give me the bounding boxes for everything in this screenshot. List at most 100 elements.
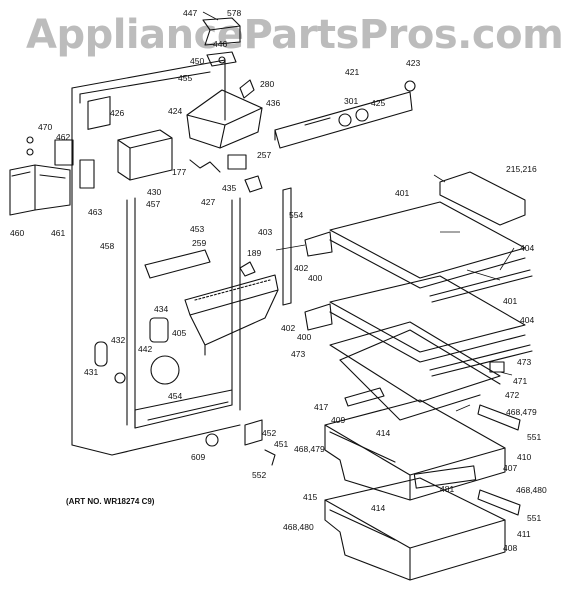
drawer-rail-right [477, 404, 521, 431]
light-housing [274, 91, 413, 149]
leader-lines [202, 11, 515, 412]
callout-434: 434 [154, 304, 168, 314]
callout-461: 461 [51, 228, 65, 238]
callout-423: 423 [406, 58, 420, 68]
callout-405: 405 [172, 328, 186, 338]
ice-chute-assembly [184, 274, 279, 356]
callout-403: 403 [258, 227, 272, 237]
callout-436: 436 [266, 98, 280, 108]
callout-454: 454 [168, 391, 182, 401]
air-duct [186, 79, 263, 149]
crisper-drawer-lower [324, 477, 521, 581]
mounting-bracket [9, 164, 71, 216]
callout-401-upper: 401 [395, 188, 409, 198]
bracket-part [244, 419, 263, 446]
callout-432: 432 [111, 335, 125, 345]
screw-part [114, 372, 126, 384]
callout-554: 554 [289, 210, 303, 220]
drain-part [149, 317, 169, 343]
callout-301: 301 [344, 96, 358, 106]
callout-468-480-left: 468,480 [283, 522, 314, 532]
callout-402-upper: 402 [294, 263, 308, 273]
callout-402-lower: 402 [281, 323, 295, 333]
callout-430: 430 [147, 187, 161, 197]
callout-400-lower: 400 [297, 332, 311, 342]
callout-215-216: 215,216 [506, 164, 537, 174]
wiring-harness [189, 154, 263, 193]
glass-shelf-lower [304, 275, 533, 377]
callout-468-480-right: 468,480 [516, 485, 547, 495]
callout-435: 435 [222, 183, 236, 193]
callout-414-lower: 414 [371, 503, 385, 513]
callout-453: 453 [190, 224, 204, 234]
callout-410: 410 [517, 452, 531, 462]
callout-468-479-right: 468,479 [506, 407, 537, 417]
callout-280: 280 [260, 79, 274, 89]
crisper-cover [329, 321, 505, 421]
damper-part [94, 341, 108, 367]
shelf-clip [239, 261, 256, 277]
callout-452: 452 [262, 428, 276, 438]
callout-411: 411 [517, 529, 531, 539]
callout-551-upper: 551 [527, 432, 541, 442]
callout-409: 409 [331, 415, 345, 425]
callout-400-upper: 400 [308, 273, 322, 283]
callout-404-lower: 404 [520, 315, 534, 325]
callout-425: 425 [371, 98, 385, 108]
temperature-control-housing [202, 17, 241, 67]
callout-473-right: 473 [517, 357, 531, 367]
callout-404-upper: 404 [520, 243, 534, 253]
callout-431: 431 [84, 367, 98, 377]
bottle-shelf [439, 171, 526, 226]
callout-259: 259 [192, 238, 206, 248]
callout-426: 426 [110, 108, 124, 118]
switch-part [79, 159, 95, 189]
callout-458: 458 [100, 241, 114, 251]
callout-177: 177 [172, 167, 186, 177]
callout-451: 451 [274, 439, 288, 449]
callout-417: 417 [314, 402, 328, 412]
callout-455: 455 [178, 73, 192, 83]
callout-401-lower: 401 [503, 296, 517, 306]
callout-552: 552 [252, 470, 266, 480]
callout-421: 421 [345, 67, 359, 77]
shelf-ladder [282, 187, 292, 306]
drawer-rail-left [344, 387, 385, 407]
callout-408: 408 [503, 543, 517, 553]
callout-470: 470 [38, 122, 52, 132]
fan-motor [150, 355, 180, 385]
callout-457: 457 [146, 199, 160, 209]
callout-578: 578 [227, 8, 241, 18]
screw-part-552 [264, 449, 276, 466]
callout-463: 463 [88, 207, 102, 217]
callout-424: 424 [168, 106, 182, 116]
callout-551-lower: 551 [527, 513, 541, 523]
callout-609: 609 [191, 452, 205, 462]
callout-460: 460 [10, 228, 24, 238]
callout-462: 462 [56, 132, 70, 142]
callout-481: 481 [440, 484, 454, 494]
callout-446: 446 [213, 39, 227, 49]
dispenser-housing [117, 129, 173, 181]
cabinet-liner [71, 59, 241, 456]
callout-257: 257 [257, 150, 271, 160]
callout-labels: 447 578 446 450 455 280 421 423 424 426 … [10, 8, 547, 553]
roller-part [205, 433, 219, 447]
callout-473-left: 473 [291, 349, 305, 359]
callout-468-479-left: 468,479 [294, 444, 325, 454]
watermark-text: AppliancePartsPros.com [26, 12, 562, 58]
art-number: (ART NO. WR18274 C9) [66, 497, 155, 506]
trim-strip [144, 249, 211, 279]
callout-442: 442 [138, 344, 152, 354]
callout-447: 447 [183, 8, 197, 18]
light-bulb [404, 80, 416, 92]
hinge-assembly [26, 96, 111, 166]
callout-414-upper: 414 [376, 428, 390, 438]
callout-450: 450 [190, 56, 204, 66]
callout-415: 415 [303, 492, 317, 502]
callout-427: 427 [201, 197, 215, 207]
callout-471: 471 [513, 376, 527, 386]
callout-407: 407 [503, 463, 517, 473]
